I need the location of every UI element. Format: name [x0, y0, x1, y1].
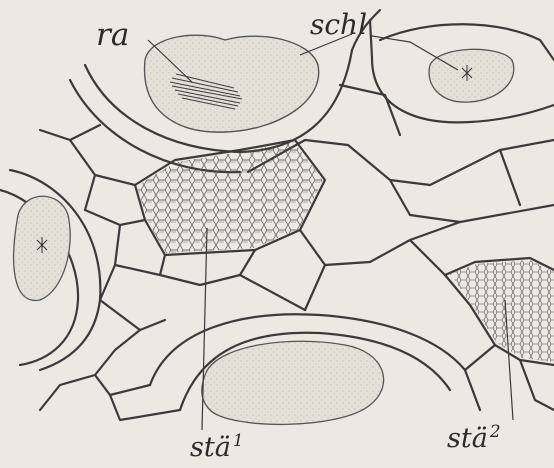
- label-sta2-text: stä: [447, 423, 488, 454]
- label-sta2-superscript: 2: [490, 421, 501, 441]
- granule-bottom: [202, 341, 384, 424]
- label-sta1-superscript: 1: [233, 430, 244, 450]
- label-ra: ra: [96, 20, 129, 51]
- label-sta1-text: stä: [190, 432, 231, 463]
- label-schl: schl: [310, 11, 367, 39]
